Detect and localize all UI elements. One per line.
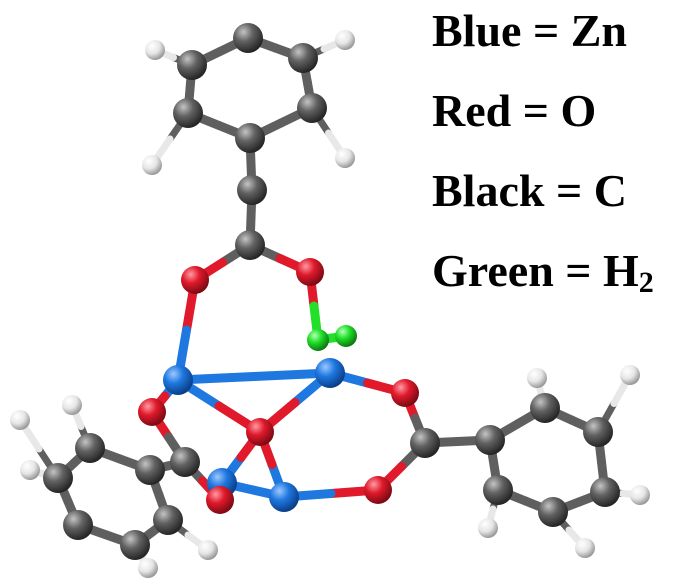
carbon-atom <box>173 98 203 128</box>
legend-color-name: Black <box>432 165 545 216</box>
hydrogen-molecule-atom <box>307 329 329 351</box>
hydrogen-molecule-atom <box>335 325 357 347</box>
carbon-atom <box>235 123 265 153</box>
carbon-atom <box>235 230 265 260</box>
oxygen-atom <box>246 418 274 446</box>
oxygen-atom <box>364 476 392 504</box>
legend-color-name: Blue <box>432 5 522 56</box>
legend-equals: = <box>511 85 561 136</box>
legend-color-name: Green <box>432 245 554 296</box>
hydrogen-atom <box>145 40 165 60</box>
legend-color-name: Red <box>432 85 512 136</box>
carbon-atom <box>483 475 513 505</box>
legend-equals: = <box>553 245 604 296</box>
legend-element: O <box>560 85 597 136</box>
carbon-atom <box>475 425 505 455</box>
hydrogen-atom <box>62 395 82 415</box>
zinc-atom <box>163 365 193 395</box>
hydrogen-atom <box>198 540 218 560</box>
hydrogen-atom <box>335 30 355 50</box>
oxygen-atom <box>296 258 324 286</box>
carbon-atom <box>75 433 105 463</box>
hydrogen-atom <box>138 558 158 578</box>
legend-element: C <box>593 165 627 216</box>
carbon-atom <box>63 510 93 540</box>
oxygen-atom <box>391 379 419 407</box>
carbon-atom <box>237 175 267 205</box>
carbon-atom <box>120 530 150 560</box>
legend-element: Zn <box>570 5 627 56</box>
legend-item-zinc: Blue = Zn <box>432 8 627 54</box>
legend-subscript: 2 <box>638 266 654 299</box>
hydrogen-atom <box>142 155 162 175</box>
hydrogen-atom <box>20 460 40 480</box>
legend-item-hydrogen-molecule: Green = H2 <box>432 245 654 298</box>
carbon-atom <box>43 463 73 493</box>
carbon-atom <box>590 477 620 507</box>
hydrogen-atom <box>630 485 650 505</box>
legend-element: H <box>603 245 639 296</box>
carbon-atom <box>233 23 263 53</box>
carbon-atom <box>297 93 327 123</box>
carbon-atom <box>410 428 440 458</box>
carbon-atom <box>583 417 613 447</box>
oxygen-atom <box>181 266 209 294</box>
hydrogen-atom <box>575 538 595 558</box>
legend-equals: = <box>521 5 571 56</box>
zinc-atom <box>269 482 299 512</box>
zinc-atom <box>315 358 345 388</box>
carbon-atom <box>153 505 183 535</box>
hydrogen-atom <box>335 148 355 168</box>
atoms-layer <box>10 23 650 578</box>
hydrogen-atom <box>10 410 30 430</box>
legend-equals: = <box>544 165 594 216</box>
legend-item-carbon: Black = C <box>432 168 627 214</box>
carbon-atom <box>177 50 207 80</box>
carbon-atom <box>135 455 165 485</box>
carbon-atom <box>538 497 568 527</box>
carbon-atom <box>530 393 560 423</box>
carbon-atom <box>288 43 318 73</box>
oxygen-atom <box>206 486 234 514</box>
legend-item-oxygen: Red = O <box>432 88 596 134</box>
carbon-atom <box>170 447 200 477</box>
hydrogen-atom <box>527 368 547 388</box>
hydrogen-atom <box>478 518 498 538</box>
hydrogen-atom <box>620 365 640 385</box>
oxygen-atom <box>138 398 166 426</box>
